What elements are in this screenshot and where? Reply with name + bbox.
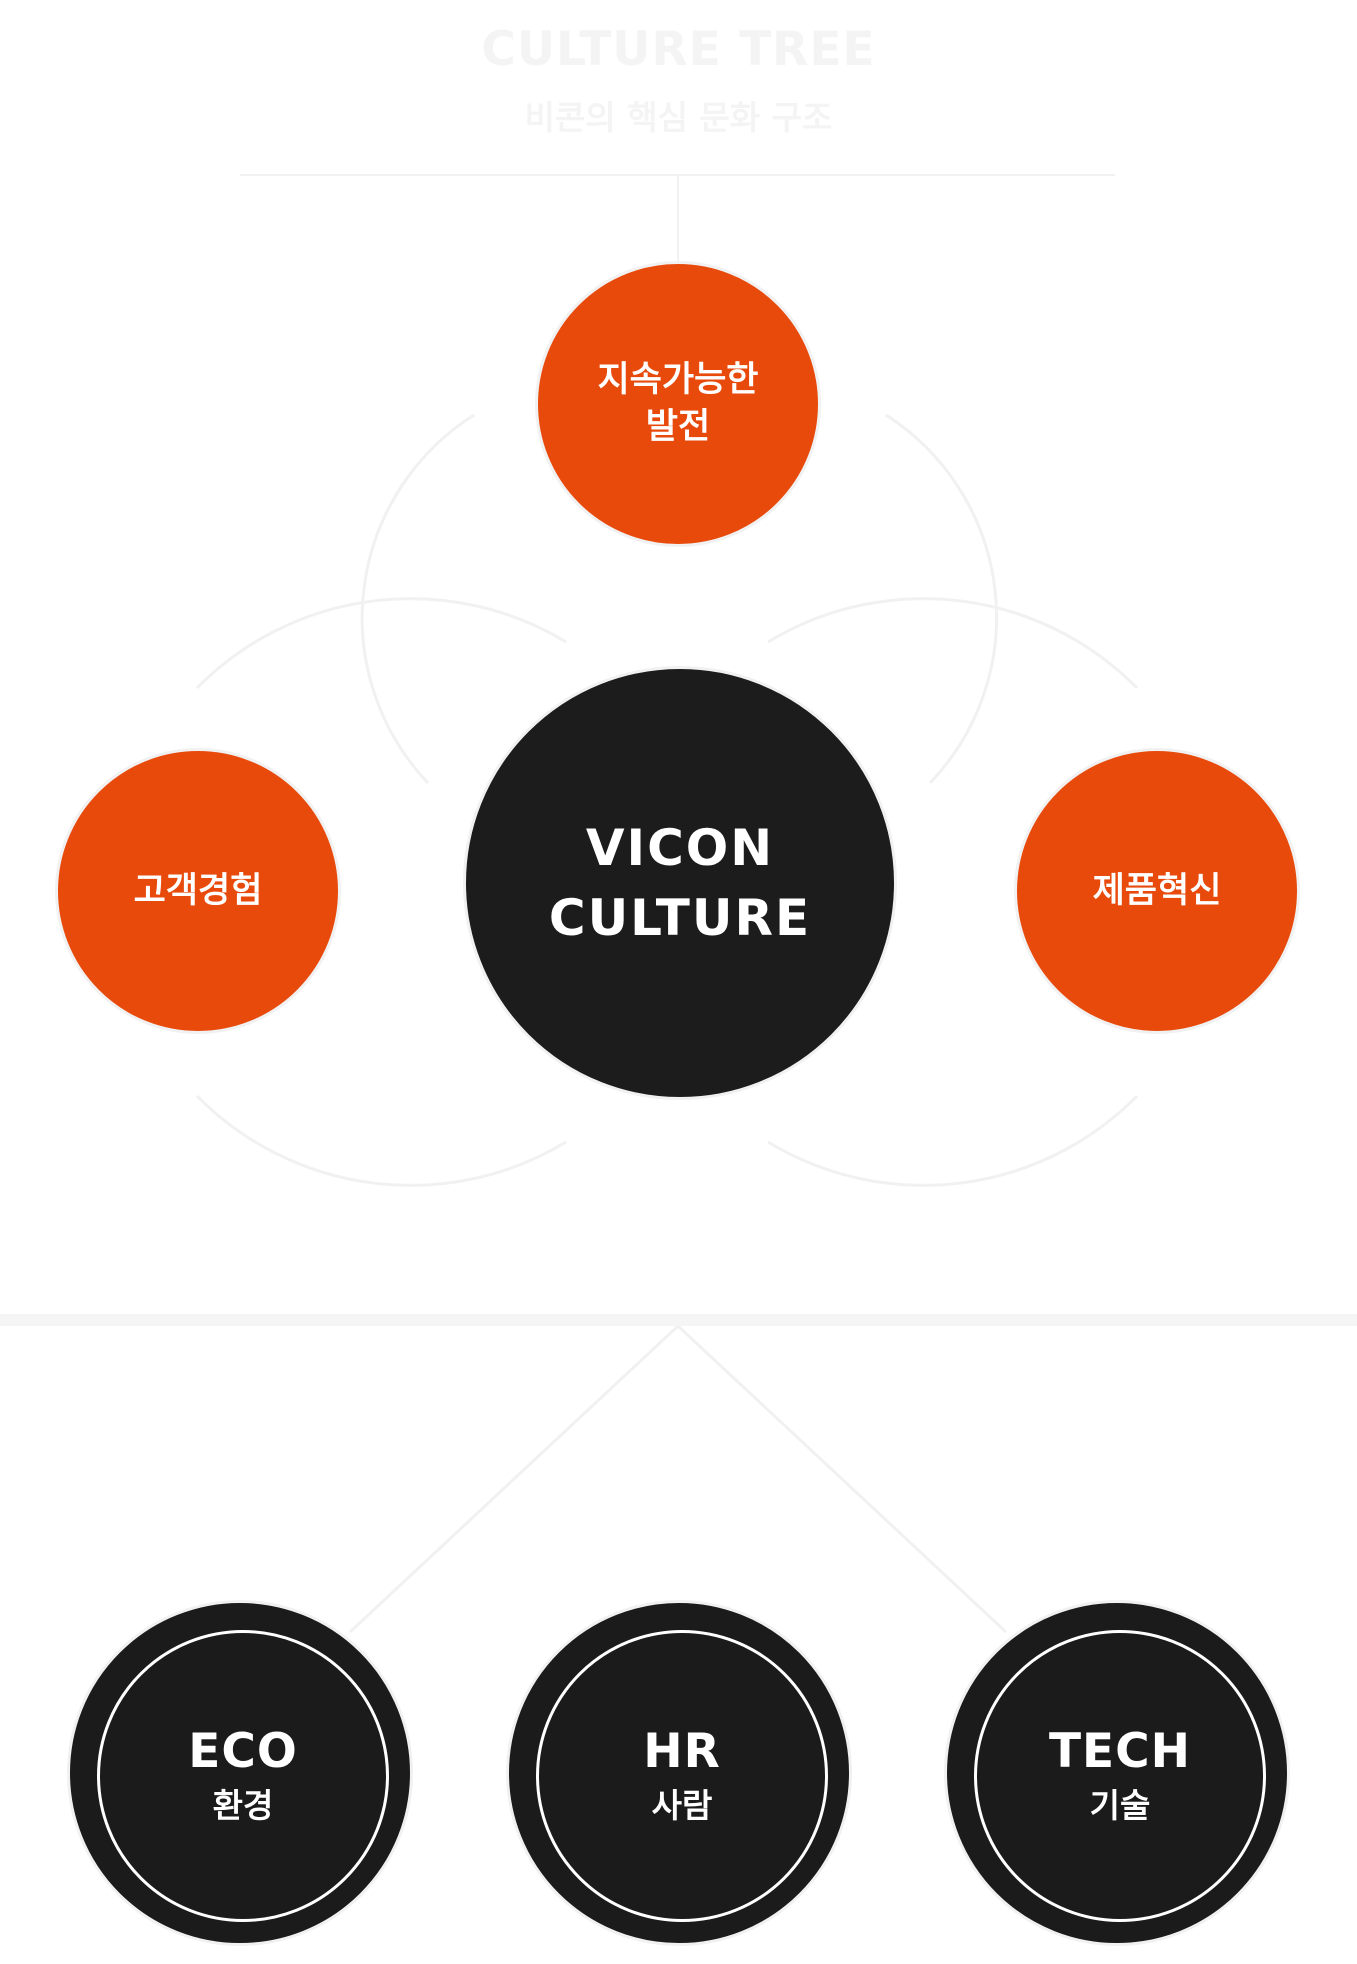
- value-node-sustainable: 지속가능한 발전: [535, 261, 821, 547]
- orbit-arc-right-top: [767, 597, 1139, 690]
- branch-line-left: [348, 1324, 680, 1634]
- orbit-arc-left-bottom: [195, 1094, 567, 1187]
- pillar-node-tech: TECH 기술: [944, 1600, 1290, 1946]
- value-node-product: 제품혁신: [1014, 748, 1300, 1034]
- value-node-label: 지속가능한: [597, 360, 759, 400]
- page-title: CULTURE TREE: [481, 22, 876, 77]
- orbit-arc-upper-left: [360, 413, 475, 785]
- pillar-node-hr: HR 사람: [506, 1600, 852, 1946]
- pillar-node-en: TECH: [1049, 1724, 1191, 1779]
- value-node-label: 발전: [645, 407, 711, 447]
- pillar-node-eco: ECO 환경: [67, 1600, 413, 1946]
- pillar-inner-ring: ECO 환경: [97, 1630, 389, 1922]
- branch-line-right: [676, 1324, 1008, 1634]
- page-subtitle: 비콘의 핵심 문화 구조: [524, 98, 833, 137]
- value-node-customer: 고객경험: [55, 748, 341, 1034]
- pillar-node-ko: 환경: [212, 1786, 274, 1825]
- pillar-node-ko: 사람: [651, 1786, 713, 1825]
- core-node-label: VICON: [585, 819, 775, 877]
- value-node-label: 고객경험: [133, 870, 263, 911]
- orbit-arc-left-top: [195, 597, 567, 690]
- core-node-label: CULTURE: [548, 889, 812, 947]
- core-node: VICON CULTURE: [463, 666, 897, 1100]
- section-divider: [0, 1314, 1357, 1326]
- pillar-node-en: HR: [643, 1724, 721, 1779]
- pillar-inner-ring: HR 사람: [536, 1630, 828, 1922]
- orbit-arc-right-bottom: [767, 1094, 1139, 1187]
- pillar-node-en: ECO: [188, 1724, 298, 1779]
- pillar-inner-ring: TECH 기술: [974, 1630, 1266, 1922]
- pillar-node-ko: 기술: [1089, 1786, 1151, 1825]
- orbit-arc-upper-right: [885, 413, 999, 785]
- value-node-label: 제품혁신: [1092, 870, 1222, 911]
